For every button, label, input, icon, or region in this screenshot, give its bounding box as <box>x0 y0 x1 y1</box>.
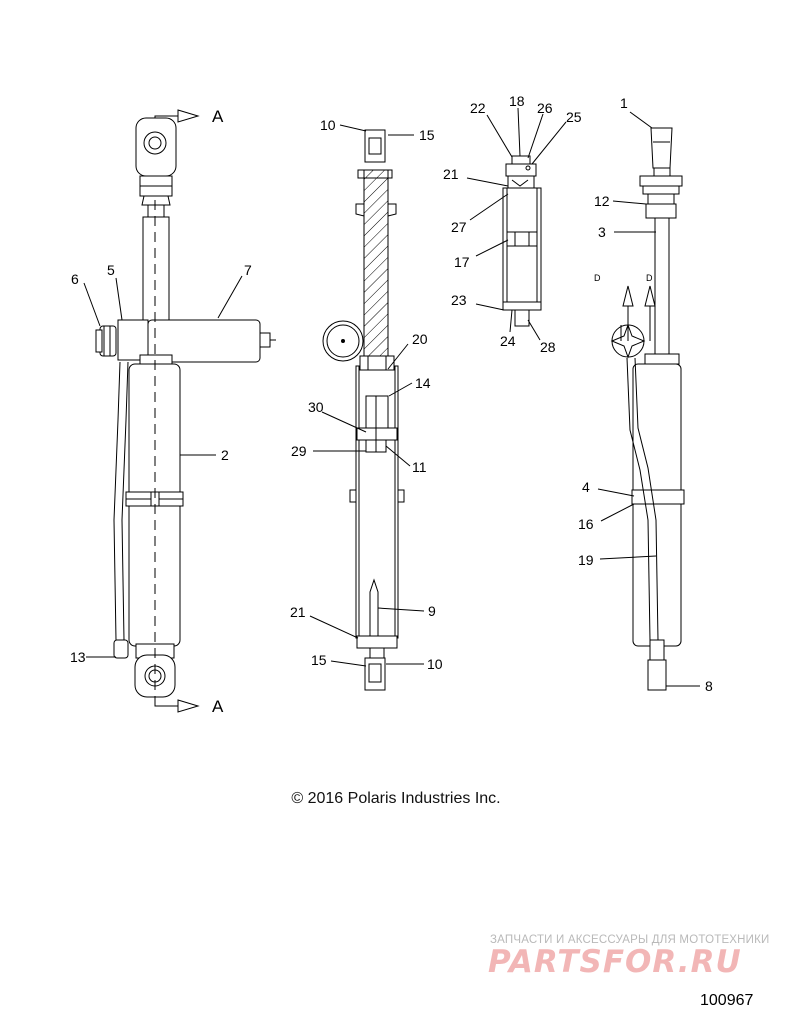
watermark-tagline: ЗАПЧАСТИ И АКСЕССУАРЫ ДЛЯ МОТОТЕХНИКИ <box>490 934 770 946</box>
callout-labels: 1 2 3 4 5 6 7 8 9 10 10 11 12 13 14 15 1… <box>70 93 713 716</box>
callout-11: 11 <box>412 459 427 475</box>
callout-19: 19 <box>578 552 594 568</box>
callout-4: 4 <box>582 479 590 495</box>
callout-10a: 10 <box>320 117 336 133</box>
shock-assembly-front-view <box>610 127 685 691</box>
leader-lines <box>83 107 700 687</box>
reservoir-detail-view <box>502 155 542 327</box>
callout-16: 16 <box>578 516 594 532</box>
callout-21b: 21 <box>290 604 306 620</box>
section-mark-d-right: D <box>646 273 653 283</box>
shock-assembly-side-view <box>95 109 276 713</box>
diagram-number: 100967 <box>700 992 754 1009</box>
section-mark-a-top: A <box>212 107 224 126</box>
callout-5: 5 <box>107 262 115 278</box>
section-mark-a-bottom: A <box>212 697 224 716</box>
section-mark-d-left: D <box>594 273 601 283</box>
callout-10b: 10 <box>427 656 443 672</box>
callout-24: 24 <box>500 333 516 349</box>
callout-26: 26 <box>537 100 553 116</box>
callout-14: 14 <box>415 375 431 391</box>
watermark-logo: PARTSFOR.RU <box>488 944 742 980</box>
callout-18: 18 <box>509 93 525 109</box>
callout-6: 6 <box>71 271 79 287</box>
callout-27: 27 <box>451 219 467 235</box>
shock-section-view <box>322 129 405 691</box>
callout-12: 12 <box>594 193 610 209</box>
callout-20: 20 <box>412 331 428 347</box>
callout-1: 1 <box>620 95 628 111</box>
callout-15b: 15 <box>311 652 327 668</box>
callout-29: 29 <box>291 443 307 459</box>
callout-28: 28 <box>540 339 556 355</box>
copyright-notice: © 2016 Polaris Industries Inc. <box>291 790 501 807</box>
callout-25: 25 <box>566 109 582 125</box>
callout-17: 17 <box>454 254 470 270</box>
callout-30: 30 <box>308 399 324 415</box>
callout-21a: 21 <box>443 166 459 182</box>
callout-2: 2 <box>221 447 229 463</box>
callout-8: 8 <box>705 678 713 694</box>
callout-22: 22 <box>470 100 486 116</box>
callout-9: 9 <box>428 603 436 619</box>
callout-7: 7 <box>244 262 252 278</box>
callout-3: 3 <box>598 224 606 240</box>
callout-23: 23 <box>451 292 467 308</box>
callout-15a: 15 <box>419 127 435 143</box>
callout-13: 13 <box>70 649 86 665</box>
